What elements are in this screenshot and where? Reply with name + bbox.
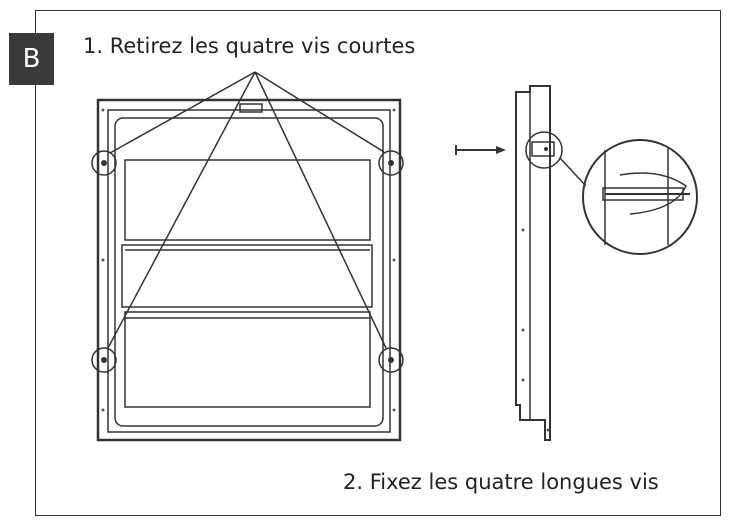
upper-shelf xyxy=(124,159,371,241)
side-detail-circle xyxy=(525,131,563,169)
door-front-outer xyxy=(96,98,402,442)
screw-circle-bottom-left xyxy=(91,347,117,373)
leader-line xyxy=(109,71,256,154)
step2-label: 2. Fixez les quatre longues vis xyxy=(343,470,659,494)
section-badge: B xyxy=(9,33,54,85)
diagram-frame xyxy=(35,10,721,516)
screw-circle-top-left xyxy=(91,150,117,176)
leader-line xyxy=(107,71,256,349)
step1-label: 1. Retirez les quatre vis courtes xyxy=(83,34,416,58)
leader-line xyxy=(254,71,385,153)
door-side-view xyxy=(515,85,551,441)
zoom-detail-circle xyxy=(582,139,698,255)
screw-circle-top-right xyxy=(378,150,404,176)
screw-circle-bottom-right xyxy=(378,347,404,373)
lower-shelf xyxy=(124,311,371,408)
door-front-inner xyxy=(107,109,391,433)
middle-shelf xyxy=(121,244,373,308)
door-front-recess xyxy=(114,117,384,427)
leader-line xyxy=(254,71,387,349)
top-latch xyxy=(239,103,263,113)
